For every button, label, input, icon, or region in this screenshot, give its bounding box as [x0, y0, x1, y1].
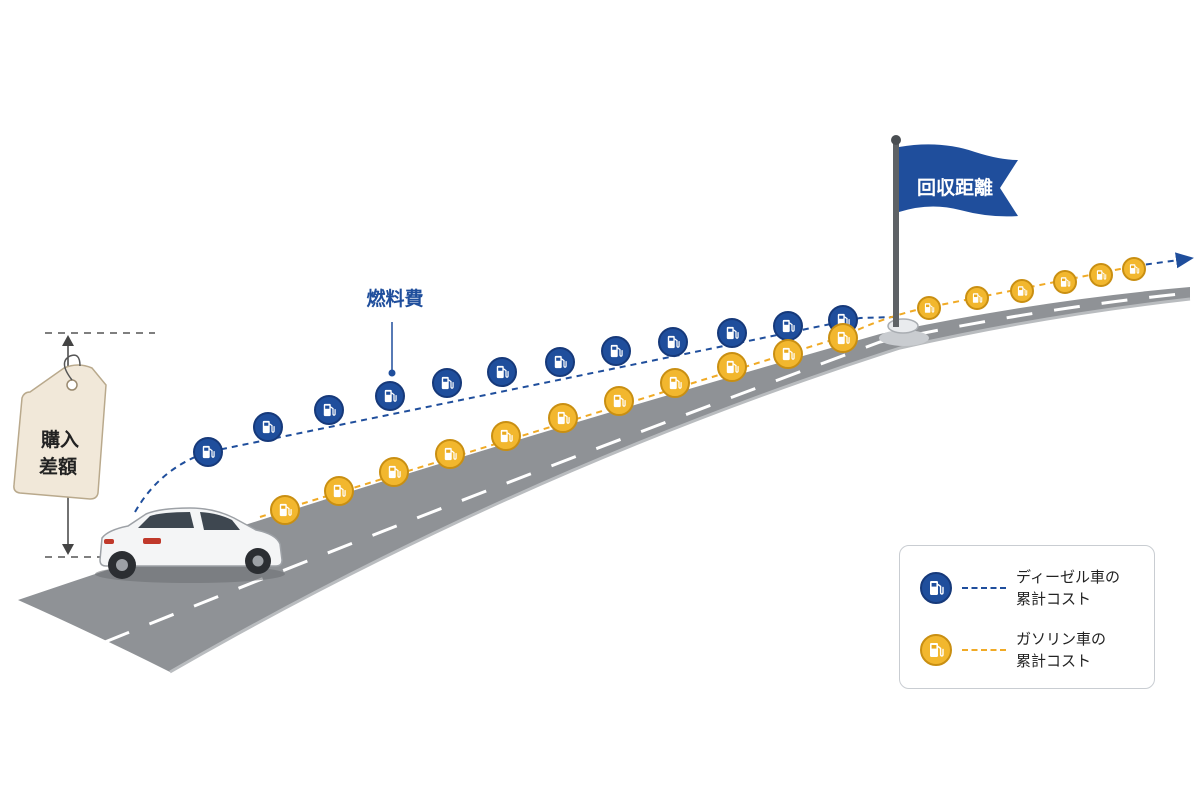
diesel-fuel-marker — [601, 336, 631, 366]
fuel-pump-icon — [920, 572, 952, 604]
gasoline-fuel-marker — [435, 439, 465, 469]
fuel-pump-icon — [920, 634, 952, 666]
road — [18, 287, 1191, 674]
gasoline-fuel-marker — [604, 386, 634, 416]
gasoline-fuel-marker — [491, 421, 521, 451]
diesel-fuel-marker — [487, 357, 517, 387]
diesel-fuel-marker — [193, 437, 223, 467]
price-tag-icon: 購入 差額 — [13, 354, 107, 500]
legend-label-gasoline: ガソリン車の 累計コスト — [1016, 628, 1146, 672]
gasoline-fuel-marker — [1053, 270, 1077, 294]
legend-label-diesel: ディーゼル車の 累計コスト — [1016, 566, 1146, 610]
gasoline-cost-series — [259, 252, 1194, 525]
payback-distance-label: 回収距離 — [917, 176, 993, 199]
gasoline-fuel-marker — [917, 296, 941, 320]
gasoline-fuel-marker — [379, 457, 409, 487]
gasoline-fuel-marker — [270, 495, 300, 525]
gasoline-fuel-marker — [773, 339, 803, 369]
legend-label-gasoline-line1: ガソリン車の — [1016, 630, 1107, 648]
diesel-fuel-marker — [253, 412, 283, 442]
legend-line-diesel — [962, 587, 1006, 589]
legend-label-gasoline-line2: 累計コスト — [1016, 652, 1092, 670]
gasoline-fuel-marker — [965, 286, 989, 310]
fuel-cost-label: 燃料費 — [366, 287, 423, 310]
legend-label-diesel-line2: 累計コスト — [1016, 590, 1092, 608]
diesel-fuel-marker — [314, 395, 344, 425]
legend-line-gasoline — [962, 649, 1006, 651]
diesel-fuel-marker — [773, 311, 803, 341]
diesel-fuel-marker — [375, 381, 405, 411]
price-tag-label-line1: 購入 — [41, 428, 79, 451]
legend: ディーゼル車の 累計コスト ガソリン車の 累計コスト — [899, 545, 1155, 689]
legend-label-diesel-line1: ディーゼル車の — [1016, 568, 1120, 586]
diesel-fuel-marker — [658, 327, 688, 357]
gasoline-fuel-marker — [717, 352, 747, 382]
diesel-fuel-marker — [432, 368, 462, 398]
gasoline-fuel-marker — [324, 476, 354, 506]
car-icon — [95, 507, 285, 583]
price-tag-label-line2: 差額 — [39, 455, 77, 478]
gasoline-fuel-marker — [548, 403, 578, 433]
gasoline-fuel-marker — [1122, 257, 1146, 281]
gasoline-fuel-marker — [1010, 279, 1034, 303]
gasoline-fuel-marker — [660, 368, 690, 398]
legend-item-diesel: ディーゼル車の 累計コスト — [920, 566, 1146, 610]
fuel-cost-callout: 燃料費 — [366, 287, 424, 377]
diesel-fuel-marker — [545, 347, 575, 377]
flag-icon: 回収距離 — [879, 135, 1018, 346]
gasoline-fuel-marker — [1089, 263, 1113, 287]
diesel-fuel-marker — [717, 318, 747, 348]
legend-item-gasoline: ガソリン車の 累計コスト — [920, 628, 1146, 672]
gasoline-fuel-marker — [828, 323, 858, 353]
